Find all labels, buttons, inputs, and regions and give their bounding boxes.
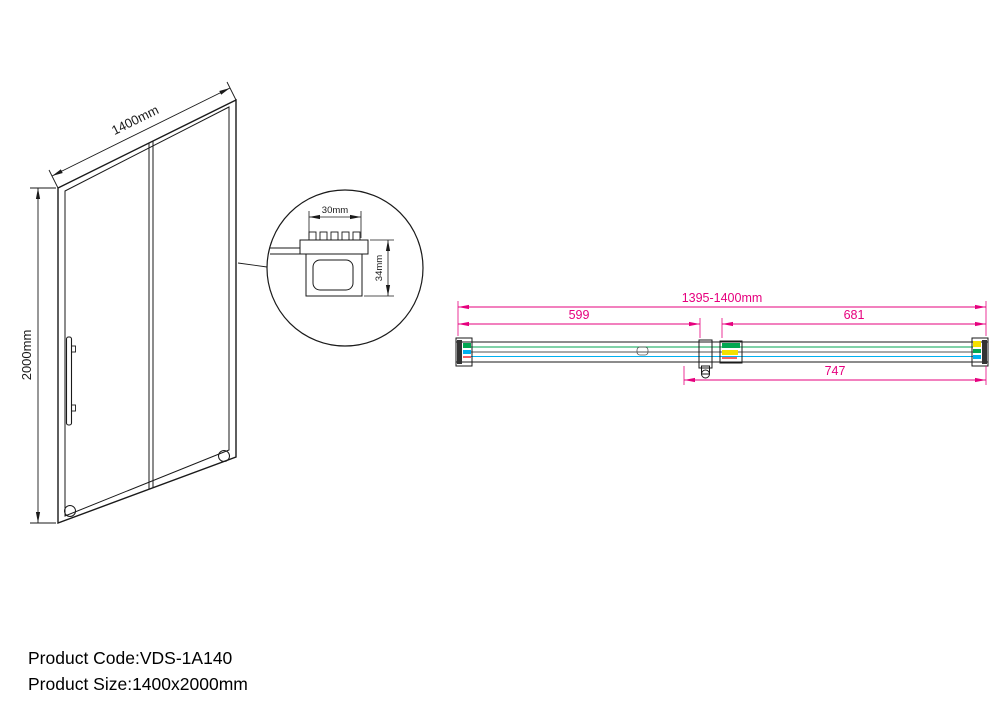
handle-bar <box>65 336 73 426</box>
front-view: 1400mm 2000mm <box>19 81 237 525</box>
roller-stem <box>701 365 710 375</box>
right-endcap-outline <box>971 337 989 367</box>
track-profile-section <box>270 231 369 297</box>
height-dim-label: 2000mm <box>19 330 34 381</box>
door-handle <box>65 336 76 426</box>
product-size-text: Product Size:1400x2000mm <box>28 674 248 694</box>
bottom-dim-label: 747 <box>825 364 846 378</box>
profile-roller <box>312 259 354 291</box>
right-dim-label: 681 <box>844 308 865 322</box>
guide-block-outline <box>719 340 743 364</box>
width-dim-line <box>51 87 231 177</box>
left-endcap-profile <box>457 340 462 364</box>
profile-channel <box>305 254 363 297</box>
right-dimension: 681 <box>721 308 986 338</box>
guide-block-yellow-bar <box>722 350 738 355</box>
plan-view: 1395-1400mm 599 681 747 <box>455 291 989 385</box>
detail-width-dim-label: 30mm <box>322 205 348 216</box>
bottom-dimension: 747 <box>683 364 987 385</box>
profile-tooth <box>319 231 328 241</box>
detail-leader-line <box>237 262 268 268</box>
roller-housing <box>698 339 713 369</box>
profile-tooth <box>341 231 350 241</box>
handle-mount-top <box>71 345 76 353</box>
product-code-text: Product Code:VDS-1A140 <box>28 648 233 668</box>
right-endcap-profile <box>982 340 987 364</box>
detail-height-dim-label: 34mm <box>374 255 385 281</box>
bottom-roller-left <box>64 505 76 517</box>
right-endcap-cyan-block <box>973 355 981 359</box>
left-endcap <box>455 337 473 367</box>
guide-block-green-bar <box>722 343 740 348</box>
left-dimension: 599 <box>458 308 701 338</box>
overall-dim-label: 1395-1400mm <box>682 291 763 305</box>
overall-dimension: 1395-1400mm <box>457 291 987 336</box>
roller-assembly <box>698 339 713 379</box>
left-endcap-outline <box>455 337 473 367</box>
handle-mount-bottom <box>71 404 76 412</box>
height-dimension: 2000mm <box>19 187 56 524</box>
left-endcap-green-block <box>463 343 471 348</box>
right-endcap-yellow-block <box>973 341 981 347</box>
detail-width-dimension: 30mm <box>308 205 362 238</box>
profile-top-bar <box>299 239 369 255</box>
door-outer-frame <box>57 98 237 525</box>
guide-block <box>719 340 743 364</box>
width-ext-right <box>226 81 237 101</box>
door-inner-frame <box>64 106 230 517</box>
width-dim-label: 1400mm <box>109 102 161 138</box>
left-endcap-cyan-block <box>463 350 471 354</box>
product-info: Product Code:VDS-1A140 Product Size:1400… <box>28 648 248 694</box>
left-dim-label: 599 <box>569 308 590 322</box>
profile-tooth <box>352 231 361 241</box>
bottom-roller-right <box>218 450 230 462</box>
profile-tooth <box>330 231 339 241</box>
track-clip-mark <box>636 346 649 356</box>
width-dimension: 1400mm <box>48 81 237 189</box>
right-endcap <box>971 337 989 367</box>
right-endcap-green-block <box>973 349 981 353</box>
detail-view: 30mm 34mm <box>237 189 424 347</box>
detail-circle <box>266 189 424 347</box>
detail-height-dimension: 34mm <box>364 239 394 297</box>
profile-tooth <box>308 231 317 241</box>
width-ext-left <box>48 169 59 189</box>
